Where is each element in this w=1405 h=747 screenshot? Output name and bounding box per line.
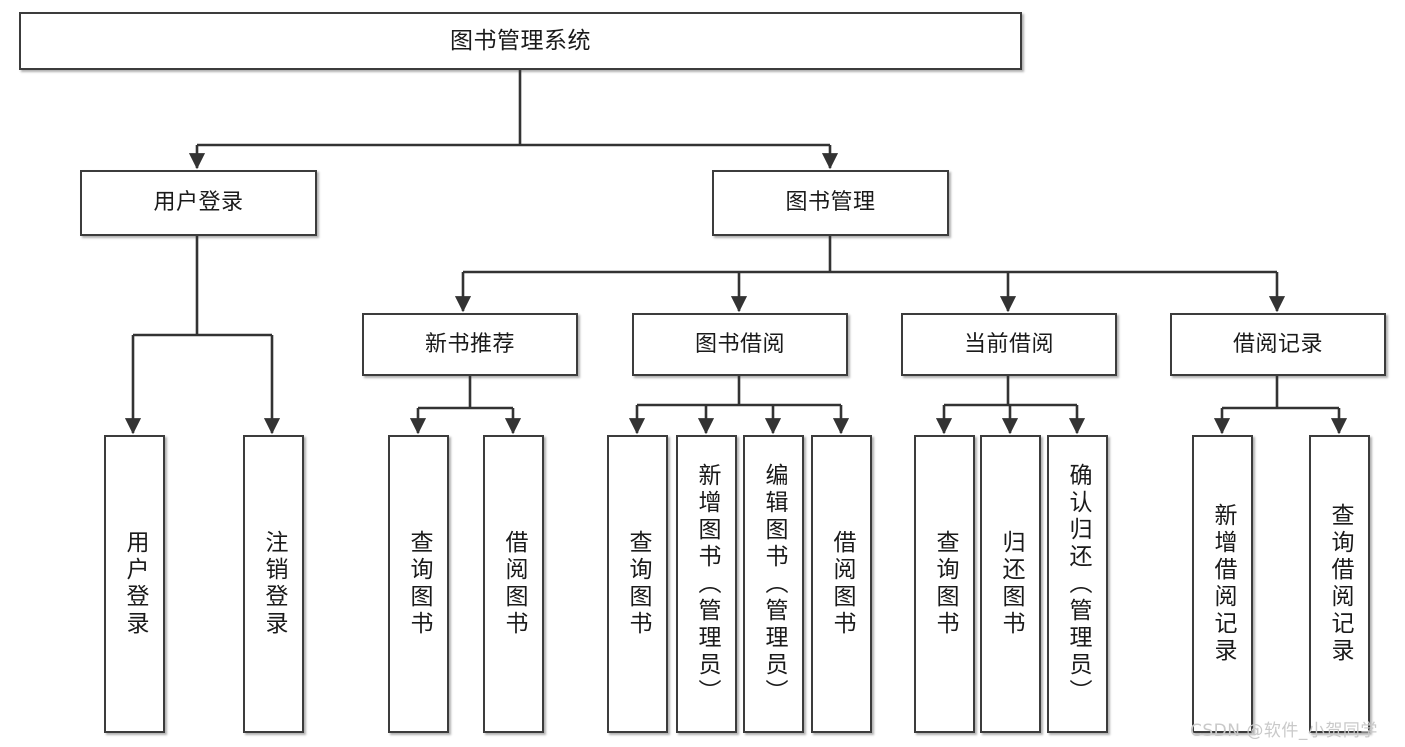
node-label: 编辑图书（管理员） <box>761 462 787 706</box>
node-label: 查询图书 <box>932 530 958 638</box>
node-label: 新增借阅记录 <box>1210 503 1236 665</box>
leaf-edit-book-admin[interactable]: 编辑图书（管理员） <box>743 435 804 733</box>
node-label: 借阅图书 <box>829 530 855 638</box>
leaf-borrow-book[interactable]: 借阅图书 <box>811 435 872 733</box>
leaf-user-login[interactable]: 用户登录 <box>104 435 165 733</box>
node-label: 图书管理系统 <box>450 27 591 54</box>
node-label: 查询图书 <box>406 530 432 638</box>
leaf-return-book[interactable]: 归还图书 <box>980 435 1041 733</box>
node-root-book-management-system[interactable]: 图书管理系统 <box>19 12 1022 70</box>
node-label: 新增图书（管理员） <box>694 462 720 706</box>
node-label: 用户登录 <box>153 190 244 216</box>
leaf-confirm-return-admin[interactable]: 确认归还（管理员） <box>1047 435 1108 733</box>
node-new-book-recommend[interactable]: 新书推荐 <box>362 313 578 376</box>
node-label: 查询图书 <box>625 530 651 638</box>
leaf-query-book-current[interactable]: 查询图书 <box>914 435 975 733</box>
node-borrow-record[interactable]: 借阅记录 <box>1170 313 1386 376</box>
node-label: 借阅记录 <box>1232 331 1323 357</box>
node-book-management[interactable]: 图书管理 <box>712 170 949 236</box>
leaf-add-book-admin[interactable]: 新增图书（管理员） <box>676 435 737 733</box>
leaf-query-book-borrow[interactable]: 查询图书 <box>607 435 668 733</box>
node-label: 查询借阅记录 <box>1327 503 1353 665</box>
leaf-add-borrow-record[interactable]: 新增借阅记录 <box>1192 435 1253 733</box>
node-label: 确认归还（管理员） <box>1065 462 1091 706</box>
node-book-borrow[interactable]: 图书借阅 <box>632 313 848 376</box>
node-current-borrow[interactable]: 当前借阅 <box>901 313 1117 376</box>
node-label: 图书借阅 <box>694 331 785 357</box>
csdn-watermark: CSDN @软件_小贺同学 <box>1190 721 1378 741</box>
node-label: 当前借阅 <box>963 331 1054 357</box>
node-label: 归还图书 <box>998 530 1024 638</box>
node-label: 注销登录 <box>261 530 287 638</box>
node-label: 借阅图书 <box>501 530 527 638</box>
node-user-login[interactable]: 用户登录 <box>80 170 317 236</box>
node-label: 新书推荐 <box>424 331 515 357</box>
leaf-query-book-recommend[interactable]: 查询图书 <box>388 435 449 733</box>
leaf-borrow-book-recommend[interactable]: 借阅图书 <box>483 435 544 733</box>
node-label: 用户登录 <box>122 530 148 638</box>
leaf-query-borrow-record[interactable]: 查询借阅记录 <box>1309 435 1370 733</box>
node-label: 图书管理 <box>785 190 876 216</box>
leaf-logout[interactable]: 注销登录 <box>243 435 304 733</box>
